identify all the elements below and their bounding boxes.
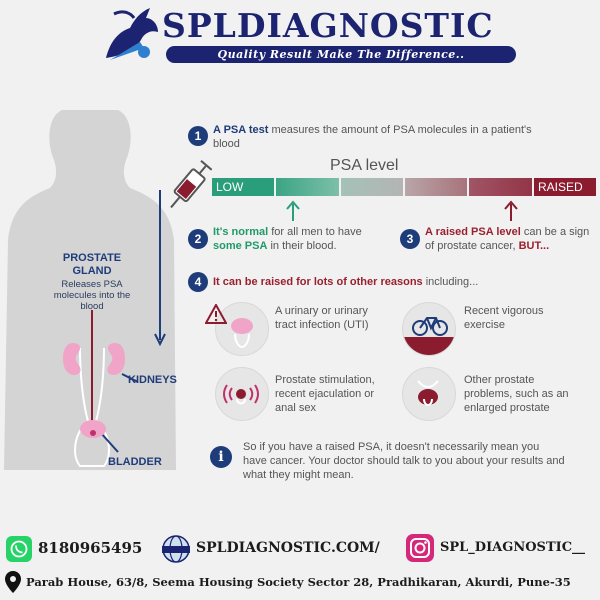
psa-level-title: PSA level bbox=[330, 157, 399, 174]
kidneys-label: KIDNEYS bbox=[128, 374, 177, 386]
step-3-desc: can be a sign of prostate cancer, bbox=[425, 226, 590, 252]
location-pin-icon bbox=[5, 571, 21, 593]
step-2-desc-2: in their blood. bbox=[270, 240, 337, 252]
logo-icon bbox=[106, 8, 158, 60]
step-2-bold-2: some PSA bbox=[213, 240, 268, 252]
warning-icon bbox=[205, 304, 227, 324]
scale-raised-label: RAISED bbox=[538, 180, 583, 194]
stimulation-icon bbox=[223, 384, 259, 405]
brand-title: SPLDIAGNOSTIC bbox=[162, 6, 494, 45]
bladder-icon bbox=[80, 420, 106, 438]
reason-text: Recent vigorous exercise bbox=[464, 305, 544, 331]
step-1-text: A PSA test measures the amount of PSA mo… bbox=[213, 123, 543, 151]
reason-card-enlarged: Other prostate problems, such as an enla… bbox=[398, 365, 598, 425]
normal-arrow-icon bbox=[286, 200, 300, 221]
psa-level-scale bbox=[212, 178, 596, 196]
reason-icon-circle bbox=[402, 302, 456, 356]
step-3-text: A raised PSA level can be a sign of pros… bbox=[425, 225, 597, 253]
body-diagram bbox=[0, 110, 190, 480]
reason-text: A urinary or urinary tract infection (UT… bbox=[275, 305, 369, 331]
scale-segment bbox=[340, 178, 405, 196]
step-1-desc: measures the amount of PSA molecules in … bbox=[213, 124, 532, 150]
scale-segment bbox=[276, 178, 341, 196]
enlarged-prostate-icon bbox=[417, 380, 439, 406]
step-2-text: It's normal for all men to have some PSA… bbox=[213, 225, 391, 253]
address: Parab House, 63/8, Seema Housing Society… bbox=[26, 575, 571, 589]
scale-low-label: LOW bbox=[216, 180, 244, 194]
info-note: So if you have a raised PSA, it doesn't … bbox=[243, 441, 565, 481]
bladder-label: BLADDER bbox=[108, 456, 162, 468]
phone-number[interactable]: 8180965495 bbox=[38, 539, 143, 557]
step-1-bold: A PSA test bbox=[213, 124, 269, 136]
reason-card-stimulation: Prostate stimulation, recent ejaculation… bbox=[205, 365, 395, 425]
step-3-bold: A raised PSA level bbox=[425, 226, 521, 238]
scale-segment bbox=[404, 178, 470, 196]
reason-card-uti: A urinary or urinary tract infection (UT… bbox=[205, 300, 385, 360]
prostate-gland-desc: Releases PSA molecules into the blood bbox=[53, 279, 131, 312]
brand-tagline: Quality Result Make The Difference.. bbox=[166, 46, 516, 63]
bicycle-icon bbox=[412, 317, 448, 336]
step-4-text: It can be raised for lots of other reaso… bbox=[213, 275, 593, 289]
scale-segment bbox=[469, 178, 534, 196]
step-3-badge: 3 bbox=[400, 229, 420, 249]
prostate-gland-label: PROSTATE GLAND bbox=[62, 252, 122, 277]
info-icon: i bbox=[210, 446, 232, 468]
globe-icon bbox=[162, 535, 190, 563]
step-2-desc-1: for all men to have bbox=[271, 226, 362, 238]
brand-header: SPLDIAGNOSTIC Quality Result Make The Di… bbox=[100, 2, 530, 66]
reason-card-exercise: Recent vigorous exercise bbox=[398, 300, 598, 360]
step-4-bold: It can be raised for lots of other reaso… bbox=[213, 276, 423, 288]
bladder-infection-icon bbox=[231, 318, 253, 348]
instagram-handle[interactable]: SPL_DIAGNOSTIC__ bbox=[440, 540, 586, 555]
step-2-badge: 2 bbox=[188, 229, 208, 249]
step-1-badge: 1 bbox=[188, 126, 208, 146]
step-3-bold-end: BUT... bbox=[518, 240, 550, 252]
scale-segment bbox=[212, 178, 277, 196]
instagram-icon bbox=[406, 534, 434, 562]
syringe-icon bbox=[170, 160, 212, 209]
reason-text: Other prostate problems, such as an enla… bbox=[464, 374, 569, 414]
website-link[interactable]: SPLDIAGNOSTIC.COM/ bbox=[196, 540, 380, 556]
kidney-right-icon bbox=[107, 343, 125, 375]
whatsapp-icon bbox=[6, 536, 32, 562]
step-4-badge: 4 bbox=[188, 272, 208, 292]
reason-text: Prostate stimulation, recent ejaculation… bbox=[275, 374, 375, 414]
raised-arrow-icon bbox=[504, 200, 518, 221]
scale-segment bbox=[533, 178, 596, 196]
step-4-desc: including... bbox=[425, 276, 479, 288]
kidney-left-icon bbox=[63, 343, 81, 375]
step-2-bold-1: It's normal bbox=[213, 226, 269, 238]
